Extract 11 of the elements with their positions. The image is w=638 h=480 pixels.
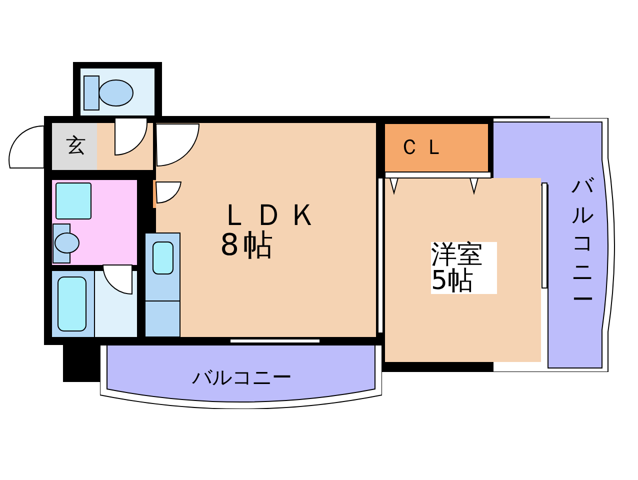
- balcony: [100, 345, 382, 409]
- room: [385, 178, 541, 362]
- room-label: バルコニー: [571, 173, 595, 316]
- room-label: ＬＤＫ 8帖: [220, 201, 323, 261]
- room-label: ＣＬ: [399, 137, 449, 158]
- room: [52, 123, 97, 170]
- room-label: バルコニー: [192, 367, 292, 387]
- room: [156, 123, 376, 337]
- room-label: 玄: [66, 135, 86, 155]
- room-label: 洋室 5帖: [431, 242, 497, 294]
- closet: [385, 124, 488, 172]
